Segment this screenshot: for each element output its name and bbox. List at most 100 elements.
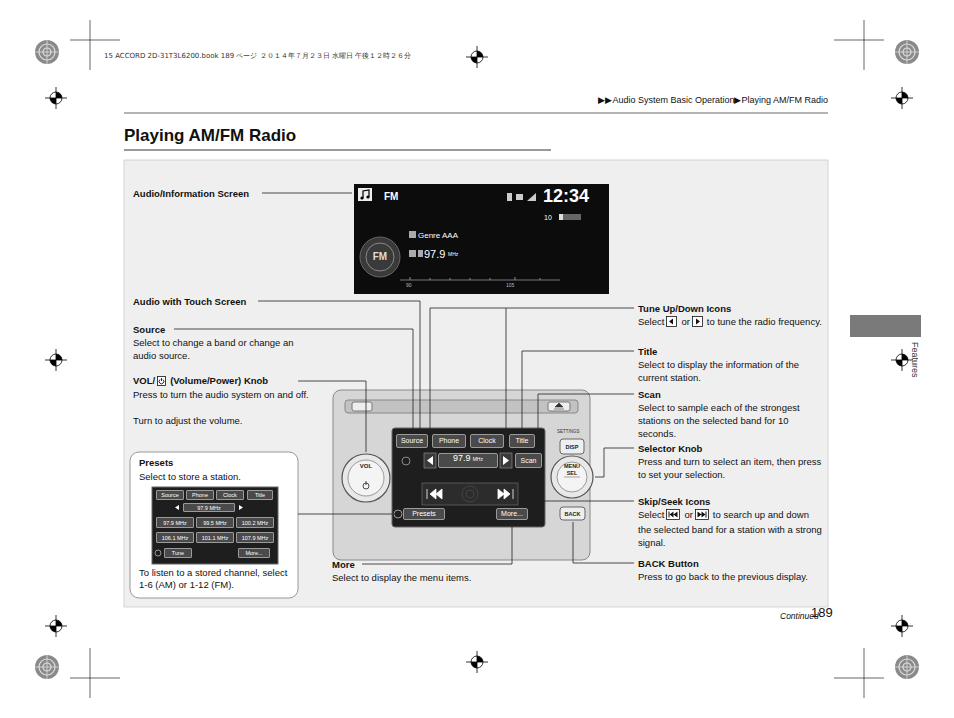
node-text: 105 (506, 282, 514, 289)
node-text: 10 (544, 213, 552, 222)
touch-button: Phone (432, 434, 466, 448)
touch-button: Source (396, 434, 428, 448)
callout-text: Select to sample each of the strongest s… (638, 401, 824, 440)
preset-button: 107.9 MHz (236, 532, 274, 543)
page-title: Playing AM/FM Radio (124, 126, 296, 146)
node-text: Source (401, 437, 423, 445)
preset-button: 97.9 MHz (156, 517, 194, 528)
inset-button: Source (156, 490, 184, 500)
head-unit-art (333, 390, 593, 560)
node-text: 97.9 (424, 247, 445, 261)
node-text: Select to store a station. (139, 471, 241, 483)
callout-heading: Tune Up/Down Icons (638, 302, 818, 315)
chapter-tab-label: Features (908, 342, 921, 402)
callout-text: Select to display the information of the… (638, 358, 824, 384)
back-button: BACK (560, 507, 585, 520)
node-text: Tune (172, 550, 184, 556)
node-text: Title (516, 437, 529, 445)
callout-text: Select to display the menu items. (332, 571, 542, 584)
inset-button: Clock (216, 490, 244, 500)
node-text: Clock (478, 437, 496, 445)
callout-sentence: VOL/ (Volume/Power) Knob (133, 374, 311, 389)
crop-header: 15 ACCORD 2D-31T3L6200.book 189 ページ ２０１４… (104, 52, 604, 61)
node-text: Genre AAA (418, 231, 458, 241)
disp-button: DISP (560, 439, 584, 454)
callout-sentence: Selectorto tune the radio frequency. (638, 315, 824, 330)
breadcrumb: ▶▶Audio System Basic Operation▶Playing A… (520, 94, 828, 107)
callout-text: Select (638, 316, 664, 327)
callout-heading: Skip/Seek Icons (638, 495, 818, 508)
node-text: Phone (192, 492, 208, 498)
node-text: 97.9 MHz (163, 520, 187, 526)
volume-knob: VOL (350, 458, 382, 474)
node-text: To listen to a stored channel, select 1-… (139, 567, 291, 591)
callout-text: VOL/ (133, 375, 155, 386)
callout-text: Press to go back to the previous display… (638, 570, 824, 583)
node-text: MHz (448, 251, 458, 258)
node-text: Title (255, 492, 265, 498)
node-text: Clock (223, 492, 237, 498)
inset-button: Phone (186, 490, 214, 500)
node-text: 101.1 MHz (202, 535, 229, 541)
callout-heading: Title (638, 345, 818, 358)
node-text: Scan (521, 457, 537, 465)
more-button: More... (496, 508, 528, 520)
chapter-tab (850, 315, 921, 337)
header-rule (124, 113, 828, 114)
frequency-display: 97.9MHz (438, 453, 498, 468)
callout-heading: BACK Button (638, 557, 818, 570)
callout-text: Select to change a band or change an aud… (133, 336, 313, 362)
node-text: 107.9 MHz (242, 535, 269, 541)
inset-button: More... (238, 548, 270, 558)
preset-button: 99.5 MHz (196, 517, 234, 528)
callout-heading: Audio/Information Screen (133, 187, 273, 200)
callout-text: or (684, 509, 692, 520)
node-text: 90 (406, 282, 412, 289)
node-text: 97.9 MHz (197, 505, 221, 511)
node-text: SEL (567, 470, 578, 477)
node-text: 106.1 MHz (162, 535, 189, 541)
panel-marking: SETTINGS (557, 429, 597, 435)
title-rule (124, 150, 551, 151)
audio-screen-art (354, 184, 609, 294)
presets-callout: PresetsSelect to store a station. To list… (130, 452, 298, 598)
touch-button: Title (509, 434, 535, 448)
node-text: MENU (564, 463, 580, 470)
callout-heading: More (332, 558, 392, 571)
callout-text: Select (638, 509, 664, 520)
callout-heading: Source (133, 323, 253, 336)
node-text: Phone (439, 437, 459, 445)
preset-button: 106.1 MHz (156, 532, 194, 543)
touch-button: Clock (470, 434, 504, 448)
node-text: More... (501, 510, 523, 518)
callout-heading: Scan (638, 388, 818, 401)
inset-button: Tune (164, 548, 192, 558)
callout-text: Press and turn to select an item, then p… (638, 455, 824, 481)
inset-button: Title (247, 490, 273, 500)
page-number: 189 (811, 605, 851, 621)
presets-button: Presets (403, 508, 445, 520)
node-text: MHz (473, 455, 483, 463)
node-text: More... (245, 550, 262, 556)
callout-text: to search up and down the selected band … (638, 509, 822, 548)
node-text: DISP (566, 444, 579, 450)
figure-panel (124, 160, 828, 607)
audio-info-screen: FM12:3410Genre AAA97.9MHz90105FM (354, 184, 609, 294)
node-text: 97.9 (453, 454, 471, 462)
crop-marks (35, 20, 919, 698)
callout-sentence: Select orto search up and down the select… (638, 508, 824, 549)
selector-knob: MENUSEL (556, 463, 588, 476)
node-text: 99.5 MHz (203, 520, 227, 526)
callout-text: (Volume/Power) Knob (170, 375, 268, 386)
node-text: FM (384, 190, 398, 203)
preset-button: 101.1 MHz (196, 532, 234, 543)
button-icon (695, 509, 709, 523)
node-text: Presets (139, 457, 173, 469)
button-icon (692, 316, 703, 330)
button-icon (157, 376, 166, 389)
inset-frequency: 97.9 MHz (183, 503, 235, 512)
button-icon (666, 316, 677, 330)
preset-button: 100.2 MHz (236, 517, 274, 528)
node-text: Presets (412, 510, 436, 518)
node-text: BACK (565, 511, 581, 517)
